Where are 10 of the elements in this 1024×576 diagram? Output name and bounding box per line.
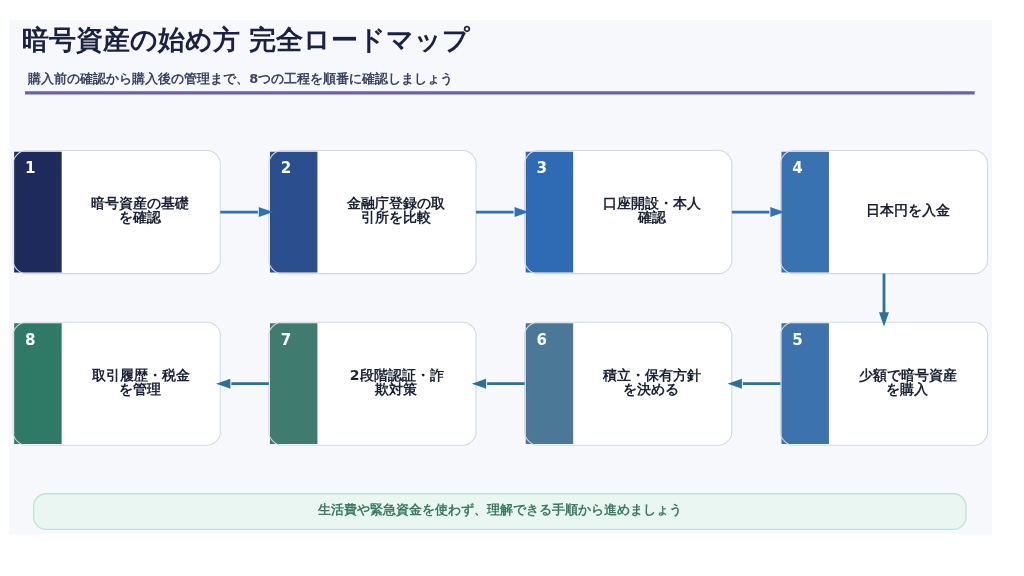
node-box: 生活費や緊急資金を使わず、理解できる手順から進めましょう — [32, 492, 967, 530]
arrow — [727, 378, 781, 389]
arrow — [220, 206, 274, 217]
arrow — [471, 378, 525, 389]
arrow — [879, 273, 889, 326]
diagram-title: 暗号資産の始め方 完全ロードマップ — [21, 23, 471, 55]
arrow — [476, 206, 529, 217]
arrow — [216, 378, 269, 389]
arrow — [731, 206, 785, 217]
label: 購入前の確認から購入後の管理まで、8つの工程を順番に確認しましょう — [28, 70, 454, 86]
